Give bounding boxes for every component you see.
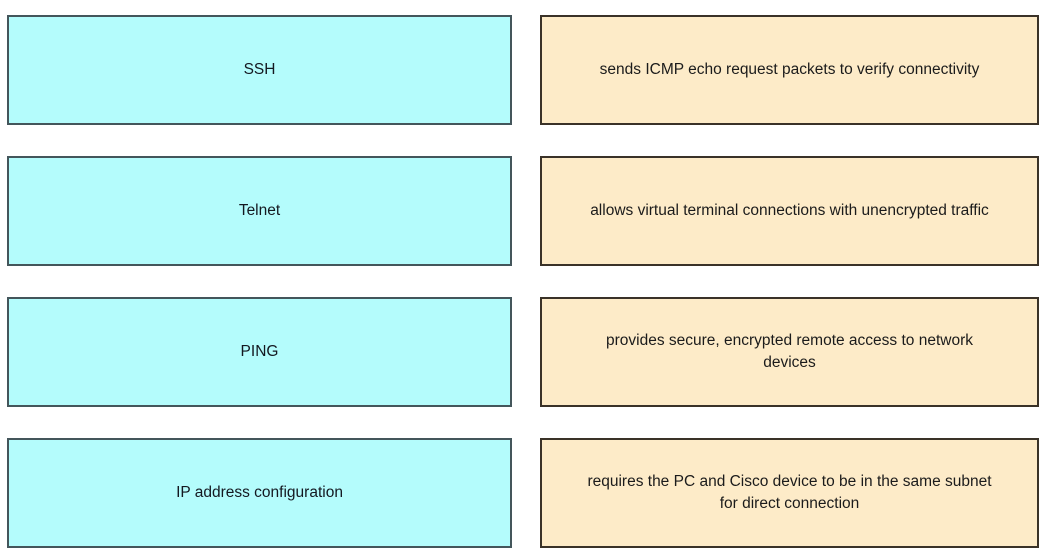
term-card-telnet[interactable]: Telnet [7, 156, 512, 266]
definition-card-label: provides secure, encrypted remote access… [605, 331, 973, 371]
definition-card-label: requires the PC and Cisco device to be i… [587, 472, 992, 512]
definition-card-4[interactable]: requires the PC and Cisco device to be i… [540, 438, 1039, 548]
definition-card-label: allows virtual terminal connections with… [590, 201, 989, 219]
definition-card-1[interactable]: sends ICMP echo request packets to verif… [540, 15, 1039, 125]
definitions-column: sends ICMP echo request packets to verif… [540, 15, 1039, 548]
term-card-label: Telnet [238, 201, 281, 219]
definition-card-2[interactable]: allows virtual terminal connections with… [540, 156, 1039, 266]
term-card-ping[interactable]: PING [7, 297, 512, 407]
terms-column: SSH Telnet PING IP address configuration [7, 15, 512, 548]
term-card-label: PING [240, 342, 279, 360]
definition-card-label: sends ICMP echo request packets to verif… [599, 60, 980, 78]
term-card-ip-address-configuration[interactable]: IP address configuration [7, 438, 512, 548]
term-card-label: IP address configuration [176, 483, 343, 501]
term-card-ssh[interactable]: SSH [7, 15, 512, 125]
definition-card-3[interactable]: provides secure, encrypted remote access… [540, 297, 1039, 407]
term-card-label: SSH [243, 60, 276, 78]
